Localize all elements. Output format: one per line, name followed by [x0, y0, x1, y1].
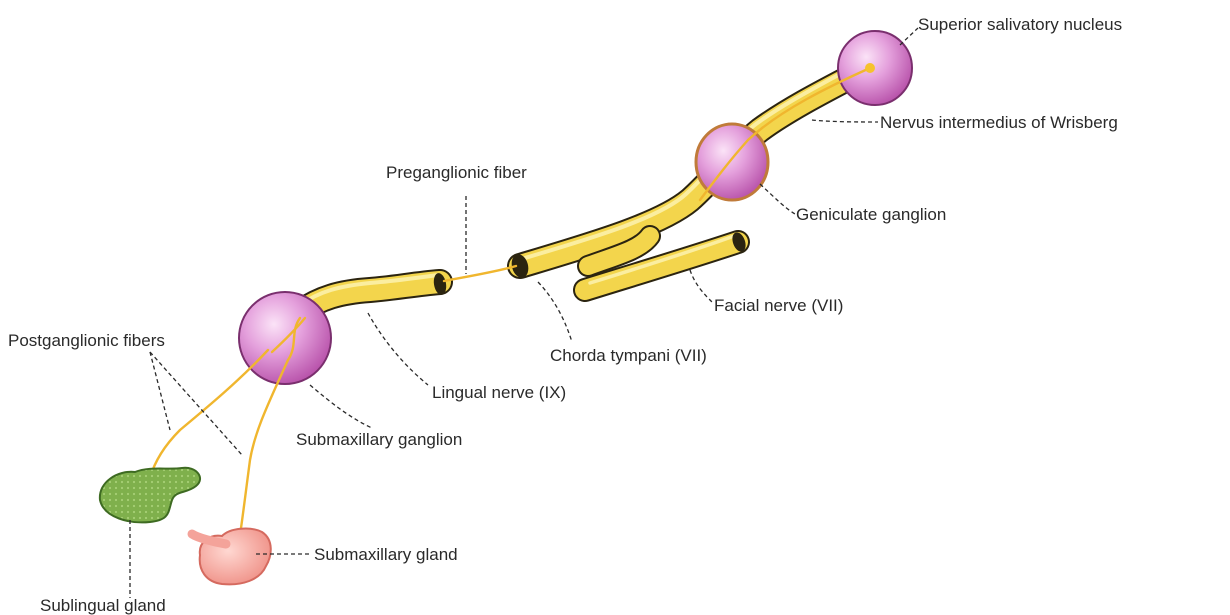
preganglionic-fiber-line	[444, 266, 516, 281]
label-preganglionic-fiber: Preganglionic fiber	[386, 163, 527, 182]
label-lingual-nerve: Lingual nerve (IX)	[432, 383, 566, 402]
postganglionic-fiber-submaxillary	[240, 360, 288, 535]
label-postganglionic-fibers: Postganglionic fibers	[8, 331, 165, 350]
label-chorda-tympani: Chorda tympani (VII)	[550, 346, 707, 365]
upper-nerve-trunk	[520, 62, 868, 266]
label-submaxillary-gland: Submaxillary gland	[314, 545, 458, 564]
label-submaxillary-ganglion: Submaxillary ganglion	[296, 430, 462, 449]
label-superior-salivatory-nucleus: Superior salivatory nucleus	[918, 15, 1122, 34]
geniculate-ganglion-shape	[696, 124, 768, 200]
nucleus-core	[865, 63, 875, 73]
lingual-nerve-trunk	[300, 272, 448, 312]
label-geniculate-ganglion: Geniculate ganglion	[796, 205, 946, 224]
label-facial-nerve: Facial nerve (VII)	[714, 296, 843, 315]
label-sublingual-gland: Sublingual gland	[40, 596, 166, 615]
sublingual-gland-shape	[100, 468, 200, 523]
label-nervus-intermedius: Nervus intermedius of Wrisberg	[880, 113, 1118, 132]
